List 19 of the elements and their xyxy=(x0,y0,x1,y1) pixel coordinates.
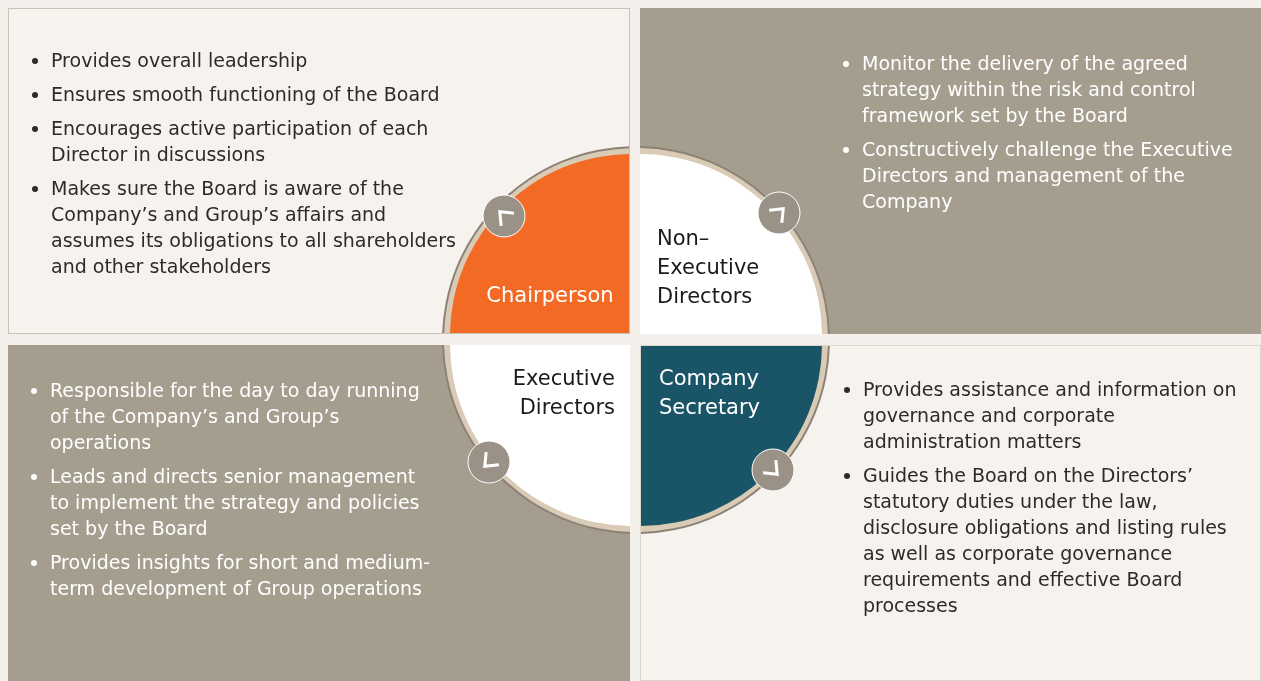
segment-label: Non–Executive Directors xyxy=(657,225,761,310)
bullet-text: Guides the Board on the Directors’ statutory duties under the law, disclosure obligations and listing rules as well as corporate governance requirements and effective Board processes xyxy=(863,464,1227,616)
bullet-text: Leads and directs senior management to implement the strategy and policies set by the Board xyxy=(50,465,420,539)
bullet-text: Provides assistance and information on governance and corporate administration matters xyxy=(863,378,1237,452)
segment-label: Chairperson xyxy=(485,282,615,309)
bullet-text: Provides overall leadership xyxy=(51,49,308,71)
bullet-text: Constructively challenge the Executive Directors and management of the Company xyxy=(862,138,1233,212)
segment-label: Company Secretary xyxy=(659,365,762,421)
bullet-text: Monitor the delivery of the agreed strategy within the risk and control framework set by the Board xyxy=(862,52,1196,126)
info-panel xyxy=(8,8,630,334)
segment-label: Executive Directors xyxy=(511,365,615,421)
bullet-text: Makes sure the Board is aware of the Company’s and Group’s affairs and assumes its obligations to all shareholders and other stakeholders xyxy=(51,177,456,277)
info-panel xyxy=(640,345,1261,681)
bullet-text: Encourages active participation of each Director in discussions xyxy=(51,117,429,165)
bullet-text: Responsible for the day to day running of the Company’s and Group’s operations xyxy=(50,379,420,453)
bullet-text: Provides insights for short and medium-term development of Group operations xyxy=(50,551,431,599)
bullet-text: Ensures smooth functioning of the Board xyxy=(51,83,440,105)
info-panel xyxy=(8,345,630,681)
info-panel xyxy=(640,8,1261,334)
